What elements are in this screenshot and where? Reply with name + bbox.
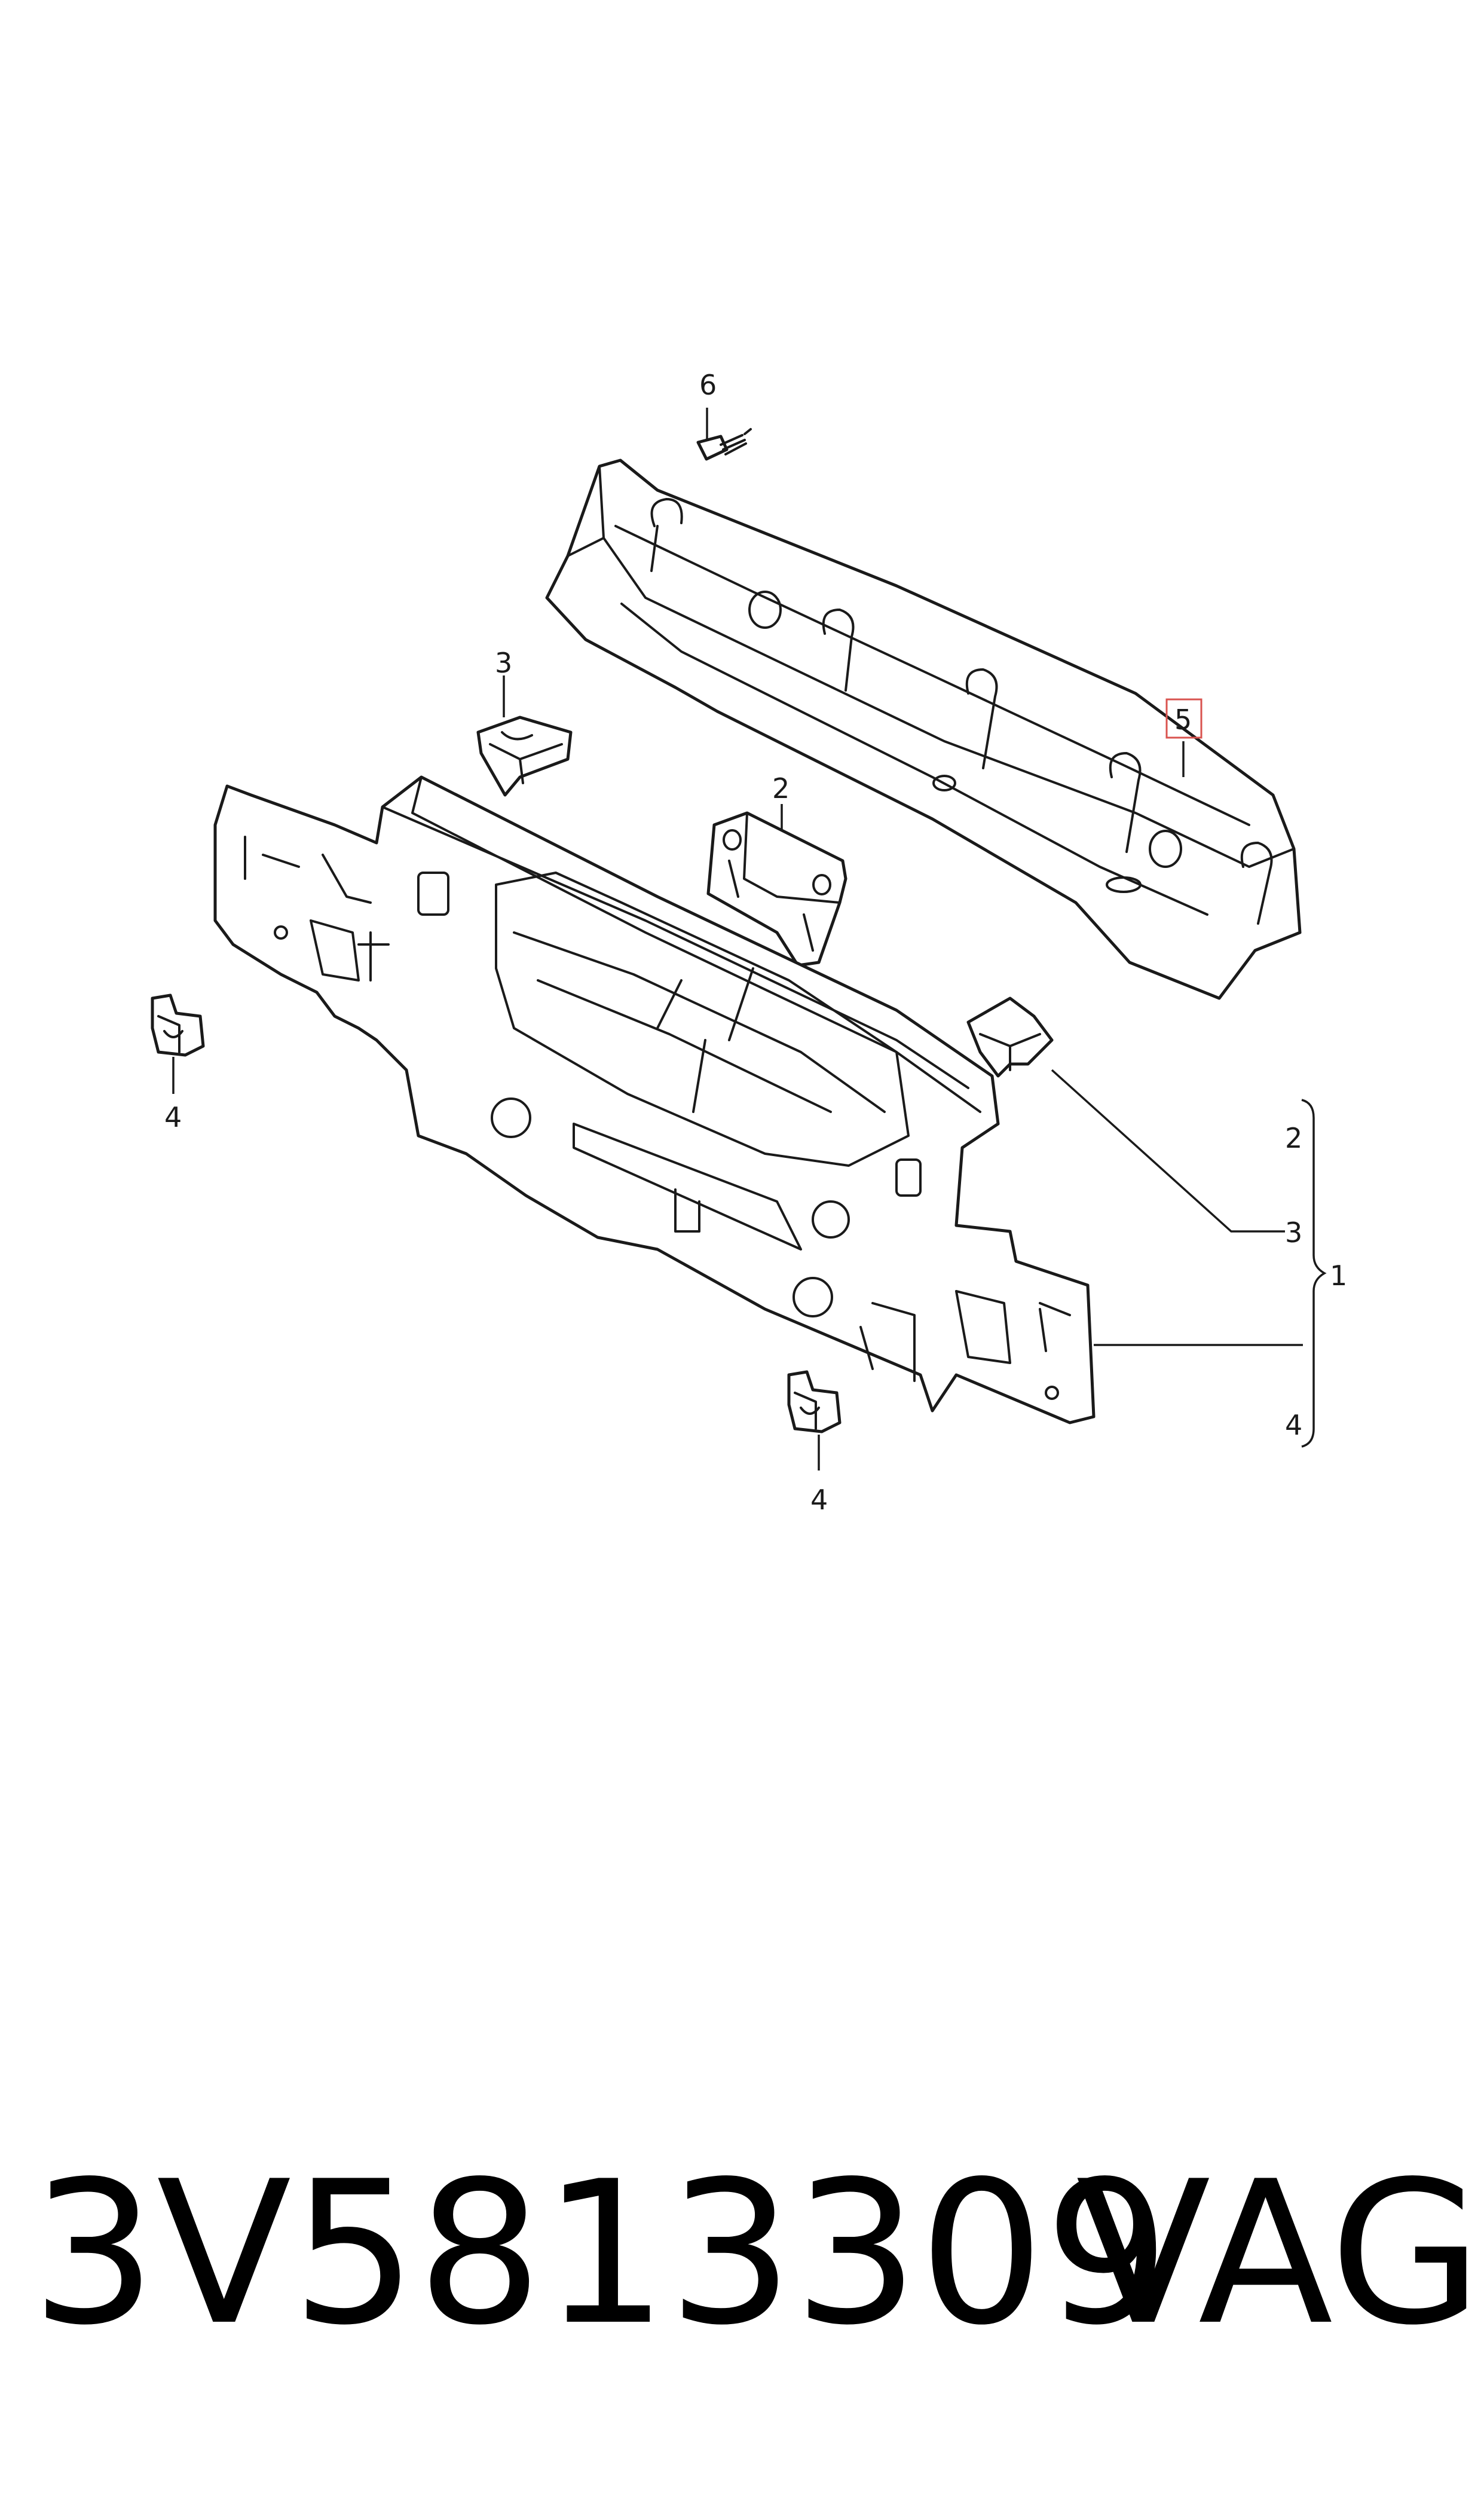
bracket-right-part	[966, 996, 1054, 1078]
callout-5: 5	[1174, 704, 1192, 736]
leader-group-3	[1051, 1069, 1285, 1233]
clip-bottom-part	[787, 1370, 842, 1471]
callout-group-4: 4	[1285, 1409, 1302, 1441]
upper-rail-part	[545, 458, 1302, 1000]
callout-2-center: 2	[772, 772, 790, 805]
brand-label: VAG	[1076, 2139, 1483, 2368]
callout-4-bottom: 4	[810, 1484, 828, 1516]
callout-group-1: 1	[1330, 1259, 1347, 1292]
rear-panel-part	[213, 775, 1096, 1424]
screw-part	[696, 408, 752, 461]
bracket-top-part	[476, 675, 573, 797]
callout-6: 6	[699, 369, 717, 401]
assembly-brace	[1301, 1099, 1327, 1448]
callout-group-3: 3	[1285, 1216, 1302, 1249]
bracket-center-part	[706, 804, 847, 967]
callout-3-top: 3	[495, 647, 512, 679]
footer-caption: 3V5813309 VAG	[0, 2128, 1484, 2379]
callout-4-left: 4	[164, 1101, 182, 1133]
clip-left-part	[151, 993, 205, 1094]
part-number-label: 3V5813309	[31, 2139, 1170, 2368]
callout-group-2: 2	[1285, 1122, 1302, 1154]
callout-5-highlight	[1165, 698, 1203, 739]
